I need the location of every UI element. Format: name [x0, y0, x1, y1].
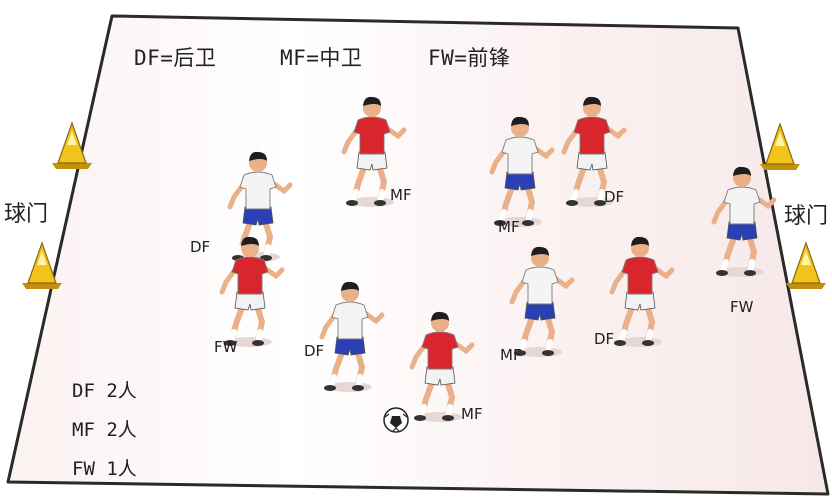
player-figure	[319, 281, 385, 392]
player-label: MF	[461, 405, 483, 423]
field-boundary	[6, 14, 830, 496]
player-figure	[609, 236, 675, 347]
player-label: DF	[190, 238, 211, 256]
player-label: FW	[214, 338, 238, 356]
player-label: MF	[500, 346, 522, 364]
player-figure	[219, 236, 285, 347]
player-label: FW	[730, 298, 754, 316]
player-label: DF	[604, 188, 625, 206]
count-df: DF 2人	[72, 380, 137, 402]
players-layer	[219, 96, 777, 422]
player-label: MF	[498, 218, 520, 236]
player-figure	[409, 311, 475, 422]
player-figure	[561, 96, 627, 207]
player-label: MF	[390, 186, 412, 204]
player-label: DF	[304, 342, 325, 360]
goal-label-right: 球门	[784, 204, 829, 229]
legend-df: DF=后卫	[134, 46, 217, 70]
player-figure	[341, 96, 407, 207]
cone-right-top	[760, 122, 800, 170]
player-figure	[489, 116, 555, 227]
cone-left-top	[52, 121, 92, 169]
soccer-ball-icon	[383, 407, 409, 433]
player-figure	[509, 246, 575, 357]
cone-right-bottom	[786, 241, 826, 289]
legend-mf: MF=中卫	[280, 46, 363, 70]
player-figure	[711, 166, 777, 277]
count-fw: FW 1人	[72, 458, 137, 480]
count-mf: MF 2人	[72, 419, 137, 441]
player-label: DF	[594, 330, 615, 348]
legend-fw: FW=前锋	[428, 46, 511, 70]
cone-left-bottom	[22, 241, 62, 289]
goal-label-left: 球门	[4, 202, 49, 227]
